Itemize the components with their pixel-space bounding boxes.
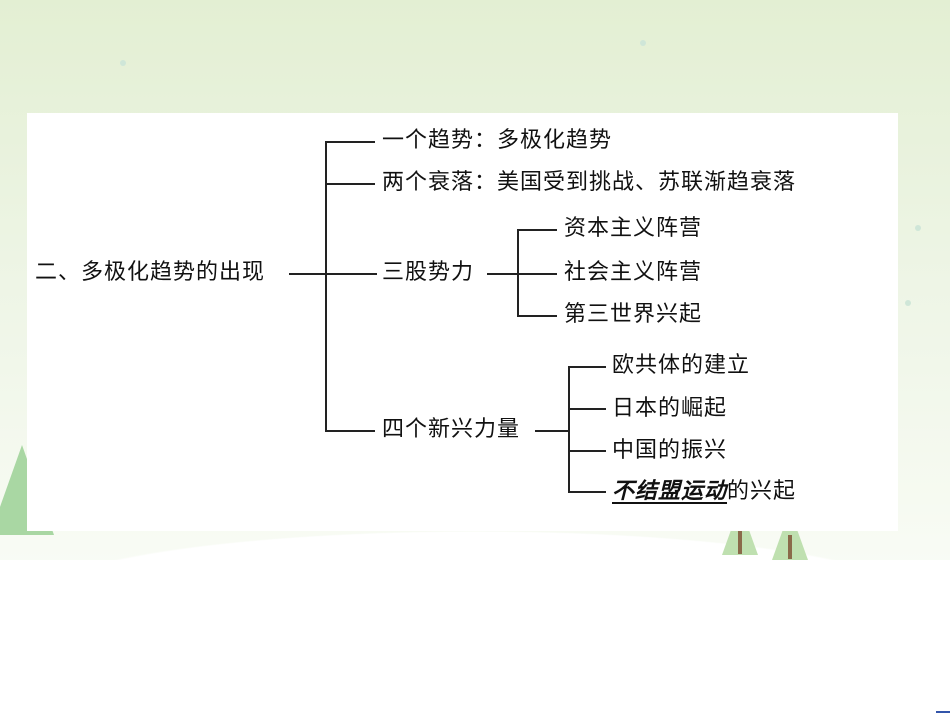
- connector-line: [325, 183, 375, 185]
- non-aligned-highlight: 不结盟运动: [612, 479, 728, 504]
- tree-trunk: [788, 535, 792, 559]
- snow-dot: [120, 60, 126, 66]
- branch-trend: 一个趋势：多极化趋势: [382, 128, 613, 153]
- connector-line: [487, 273, 557, 275]
- bracket-line: [517, 229, 519, 316]
- snow-ground: [0, 560, 950, 713]
- snow-dot: [915, 225, 921, 231]
- connector-line: [325, 141, 375, 143]
- connector-line: [568, 491, 606, 493]
- connector-line: [517, 229, 557, 231]
- connector-line: [568, 408, 606, 410]
- snow-dot: [640, 40, 646, 46]
- bracket-line: [568, 366, 570, 492]
- tree-trunk: [738, 530, 742, 554]
- branch-decline: 两个衰落：美国受到挑战、苏联渐趋衰落: [382, 170, 797, 195]
- connector-line: [325, 430, 375, 432]
- four-forces-item: 欧共体的建立: [612, 353, 751, 378]
- corner-mark: [936, 711, 950, 713]
- connector-line: [568, 366, 606, 368]
- diagram-panel: 二、多极化趋势的出现 一个趋势：多极化趋势 两个衰落：美国受到挑战、苏联渐趋衰落…: [27, 113, 898, 531]
- three-forces-item: 第三世界兴起: [564, 302, 703, 327]
- root-node: 二、多极化趋势的出现: [35, 260, 266, 285]
- branch-four-forces: 四个新兴力量: [382, 417, 521, 442]
- branch-three-forces: 三股势力: [382, 260, 475, 285]
- snow-dot: [905, 300, 911, 306]
- four-forces-item: 日本的崛起: [612, 396, 728, 421]
- connector-line: [289, 273, 377, 275]
- four-forces-item-last: 不结盟运动的兴起: [612, 479, 796, 505]
- four-forces-item: 中国的振兴: [612, 438, 728, 463]
- connector-line: [517, 315, 557, 317]
- four-forces-item-suffix: 的兴起: [727, 479, 797, 504]
- bracket-line: [325, 141, 327, 431]
- connector-line: [568, 450, 606, 452]
- three-forces-item: 社会主义阵营: [564, 260, 703, 285]
- three-forces-item: 资本主义阵营: [564, 216, 703, 241]
- connector-line: [535, 430, 569, 432]
